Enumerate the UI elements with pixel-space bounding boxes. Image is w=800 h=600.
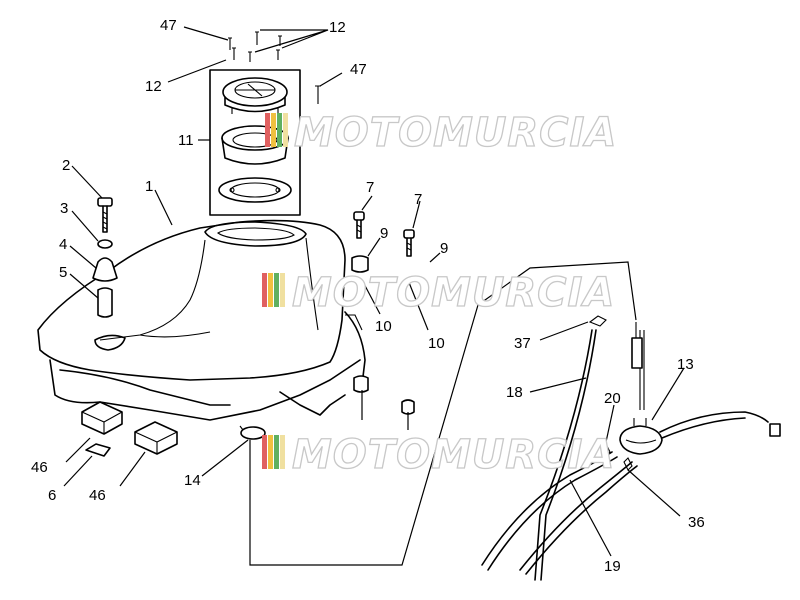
label-11: 11 <box>178 132 194 149</box>
label-18: 18 <box>506 384 523 401</box>
label-36: 36 <box>688 514 705 531</box>
leader-lines <box>63 26 685 566</box>
watermark-stripe <box>280 273 285 307</box>
bolt-stack <box>92 197 118 318</box>
watermark-stripe <box>280 435 285 469</box>
fuel-tank <box>37 219 366 421</box>
label-7-right: 7 <box>414 191 422 208</box>
label-5: 5 <box>59 264 67 281</box>
label-2: 2 <box>62 157 70 174</box>
label-46-right: 46 <box>89 487 106 504</box>
watermark-stripe <box>265 113 270 147</box>
label-13: 13 <box>677 356 694 373</box>
watermark-stripe <box>262 435 267 469</box>
label-10-left: 10 <box>375 318 392 335</box>
label-37: 37 <box>514 335 531 352</box>
watermark-text: MOTOMURCIA <box>292 270 615 316</box>
label-47-right: 47 <box>350 61 367 78</box>
watermark-stripe <box>271 113 276 147</box>
label-4: 4 <box>59 236 67 253</box>
label-47-top: 47 <box>160 17 177 34</box>
watermark-stripe <box>283 113 288 147</box>
watermark-text: MOTOMURCIA <box>292 432 615 478</box>
watermark-stripe <box>274 435 279 469</box>
label-46-left: 46 <box>31 459 48 476</box>
watermark-stripe <box>262 273 267 307</box>
label-14: 14 <box>184 472 201 489</box>
label-12-left: 12 <box>145 78 162 95</box>
watermark-stripe <box>274 273 279 307</box>
watermark-stripe <box>268 273 273 307</box>
watermark-middle: MOTOMURCIA <box>262 269 615 317</box>
label-6: 6 <box>48 487 56 504</box>
label-20: 20 <box>604 390 621 407</box>
cap-screws <box>228 31 321 104</box>
watermark-top: MOTOMURCIA <box>265 109 617 157</box>
filler-cap-assembly <box>209 69 301 216</box>
label-3: 3 <box>60 200 68 217</box>
label-7-left: 7 <box>366 179 374 196</box>
fuel-pump-assembly <box>481 315 781 581</box>
watermark-text: MOTOMURCIA <box>294 110 617 156</box>
mount-hardware <box>351 211 415 415</box>
watermark-stripe <box>277 113 282 147</box>
watermark-stripe <box>268 435 273 469</box>
part-labels: 47 12 12 47 11 2 1 3 4 5 7 7 9 9 10 10 3… <box>31 17 705 575</box>
label-1: 1 <box>145 178 153 195</box>
label-9-right: 9 <box>440 240 448 257</box>
pads-and-clips <box>81 401 266 457</box>
watermark-bottom: MOTOMURCIA <box>262 431 615 479</box>
label-10-right: 10 <box>428 335 445 352</box>
label-19: 19 <box>604 558 621 575</box>
label-9-left: 9 <box>380 225 388 242</box>
label-12-top: 12 <box>329 19 346 36</box>
